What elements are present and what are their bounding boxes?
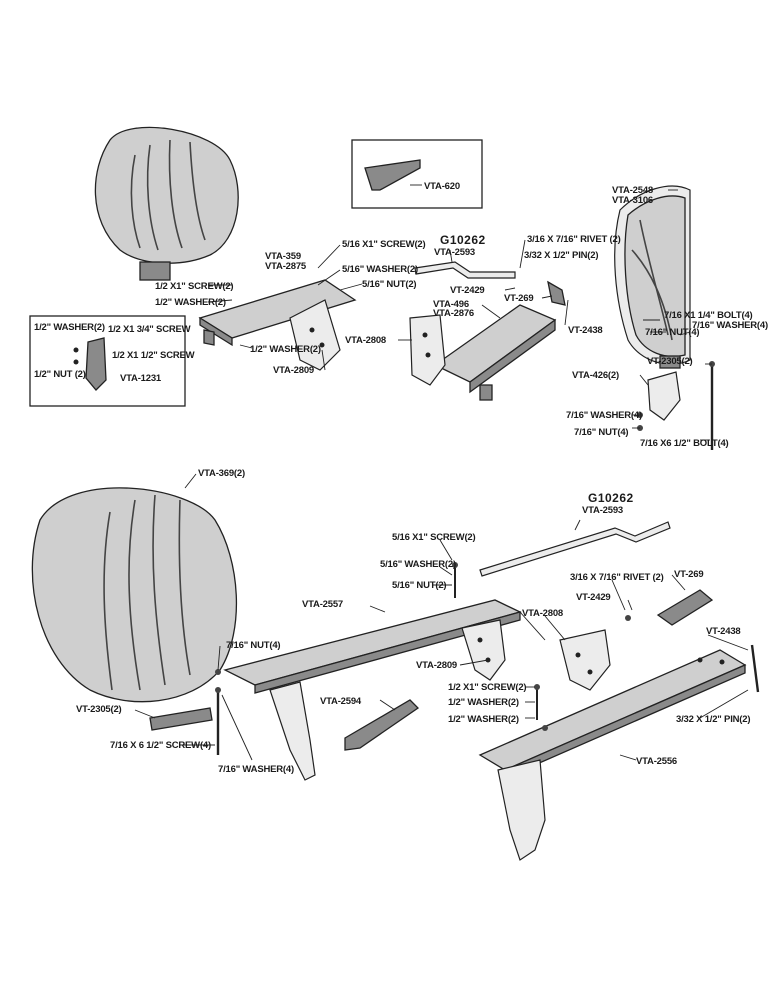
top-seat bbox=[94, 126, 239, 281]
label-rivet-top: 3/16 X 7/16" RIVET (2) bbox=[527, 234, 621, 245]
bottom-pin-vt-2438 bbox=[750, 644, 760, 693]
label-bolt-7-16-x1-top: 7/16 X1 1/4" BOLT(4) bbox=[664, 310, 753, 321]
label-washer-1-2-bot-a: 1/2" WASHER(2) bbox=[448, 697, 519, 708]
label-nut-5-16-top: 5/16" NUT(2) bbox=[362, 279, 416, 290]
label-inset-screw-a: 1/2 X1 3/4" SCREW bbox=[108, 324, 191, 335]
label-washer-7-16-bot: 7/16" WASHER(4) bbox=[218, 764, 294, 775]
label-vta-2593-top: VTA-2593 bbox=[434, 247, 475, 258]
label-nut-7-16-top: 7/16" NUT(4) bbox=[645, 327, 699, 338]
label-washer-5-16-top: 5/16" WASHER(2) bbox=[342, 264, 418, 275]
label-screw-5-16-top: 5/16 X1" SCREW(2) bbox=[342, 239, 426, 250]
top-fender-bracket bbox=[637, 361, 715, 450]
label-washer-1-2-bot-b: 1/2" WASHER(2) bbox=[448, 714, 519, 725]
label-washer-7-16-top-b: 7/16" WASHER(4) bbox=[566, 410, 642, 421]
label-vta-2548: VTA-2548 bbox=[612, 185, 653, 196]
label-vt-2429-bot: VT-2429 bbox=[576, 592, 611, 603]
label-inset-screw-b: 1/2 X1 1/2" SCREW bbox=[112, 350, 195, 361]
bottom-rod bbox=[479, 521, 671, 577]
label-vta-369: VTA-369(2) bbox=[198, 468, 245, 479]
label-pin-bot: 3/32 X 1/2" PIN(2) bbox=[676, 714, 750, 725]
label-vta-2808-bot: VTA-2808 bbox=[522, 608, 563, 619]
label-g10262-top: G10262 bbox=[440, 233, 486, 247]
label-vt-2438-bot: VT-2438 bbox=[706, 626, 741, 637]
label-vta-359: VTA-359 bbox=[265, 251, 301, 262]
bottom-bracket-vta-2594 bbox=[344, 699, 420, 751]
label-vt-2305-top: VT-2305(2) bbox=[647, 356, 693, 367]
label-rivet-bot: 3/16 X 7/16" RIVET (2) bbox=[570, 572, 664, 583]
label-screw-1-2-top: 1/2 X1" SCREW(2) bbox=[155, 281, 233, 292]
label-screw-5-16-bot: 5/16 X1" SCREW(2) bbox=[392, 532, 476, 543]
label-screw-7-16-bot: 7/16 X 6 1/2" SCREW(4) bbox=[110, 740, 211, 751]
bottom-fasteners bbox=[452, 562, 631, 720]
label-nut-7-16-bot: 7/16" NUT(4) bbox=[226, 640, 280, 651]
top-leader-lines bbox=[207, 189, 712, 441]
label-vta-2594: VTA-2594 bbox=[320, 696, 362, 707]
label-vta-2876: VTA-2876 bbox=[433, 308, 474, 319]
label-vt-269-top: VT-269 bbox=[504, 293, 533, 304]
bottom-leader-lines bbox=[134, 473, 749, 761]
bottom-deck-left bbox=[223, 599, 522, 781]
top-labels: VTA-2548 VTA-3106 G10262 VTA-2593 5/16 X… bbox=[34, 185, 768, 449]
bottom-deck-right bbox=[478, 629, 747, 861]
label-inset-vta-1231: VTA-1231 bbox=[120, 373, 162, 384]
label-vt-2438-top: VT-2438 bbox=[568, 325, 603, 336]
label-washer-1-2-top-b: 1/2" WASHER(2) bbox=[250, 344, 321, 355]
label-bolt-7-16-x6-top: 7/16 X6 1/2" BOLT(4) bbox=[640, 438, 729, 449]
label-vt-269-bot: VT-269 bbox=[674, 569, 703, 580]
label-vta-2556: VTA-2556 bbox=[636, 756, 677, 767]
top-fender bbox=[614, 185, 691, 369]
label-vta-426: VTA-426(2) bbox=[572, 370, 619, 381]
label-inset-nut: 1/2" NUT (2) bbox=[34, 369, 86, 380]
label-inset-washer-a: 1/2" WASHER(2) bbox=[34, 322, 105, 333]
label-g10262-bot: G10262 bbox=[588, 491, 634, 505]
bottom-plate-vt-269 bbox=[656, 589, 714, 626]
label-nut-7-16-top-b: 7/16" NUT(4) bbox=[574, 427, 628, 438]
label-washer-7-16-top: 7/16" WASHER(4) bbox=[692, 320, 768, 331]
top-rod bbox=[414, 261, 516, 279]
label-pin-top: 3/32 X 1/2" PIN(2) bbox=[524, 250, 598, 261]
top-step-plate-left bbox=[198, 279, 357, 371]
bottom-labels: VTA-369(2) G10262 VTA-2593 5/16 X1" SCRE… bbox=[76, 468, 751, 775]
bottom-seat-bar bbox=[149, 669, 221, 755]
inset-vta-1231 bbox=[29, 315, 186, 407]
label-washer-1-2-top: 1/2" WASHER(2) bbox=[155, 297, 226, 308]
label-vta-2557: VTA-2557 bbox=[302, 599, 343, 610]
top-step-plate-right bbox=[409, 280, 566, 401]
label-screw-1-2-bot: 1/2 X1" SCREW(2) bbox=[448, 682, 526, 693]
label-vta-2809-bot: VTA-2809 bbox=[416, 660, 457, 671]
label-vta-2809-top: VTA-2809 bbox=[273, 365, 314, 376]
label-vta-2808-top: VTA-2808 bbox=[345, 335, 386, 346]
label-vta-2593-bot: VTA-2593 bbox=[582, 505, 623, 516]
label-vt-2429-top: VT-2429 bbox=[450, 285, 485, 296]
label-washer-5-16-bot: 5/16" WASHER(2) bbox=[380, 559, 456, 570]
bottom-seat bbox=[31, 487, 238, 703]
label-vta-496: VTA-496 bbox=[433, 299, 469, 310]
label-vta-2875: VTA-2875 bbox=[265, 261, 307, 272]
label-vta-3106: VTA-3106 bbox=[612, 195, 653, 206]
inset-vta-620: VTA-620 bbox=[351, 139, 483, 209]
label-vta-620: VTA-620 bbox=[424, 181, 460, 192]
label-vt-2305-bot: VT-2305(2) bbox=[76, 704, 122, 715]
label-nut-5-16-bot: 5/16" NUT(2) bbox=[392, 580, 446, 591]
